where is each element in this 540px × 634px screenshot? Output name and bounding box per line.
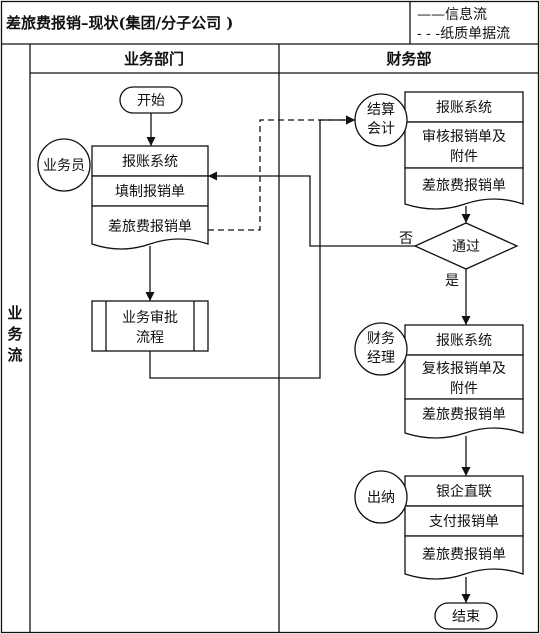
role-manager: 财务 经理 — [354, 322, 408, 376]
mgr-process-stack: 报账系统 复核报销单及 附件 差旅费报销单 — [404, 324, 524, 439]
legend-paper-flow: - - -纸质单据流 — [417, 26, 510, 42]
role-cashier: 出纳 — [354, 470, 408, 524]
acc-review-label-line-1: 审核报销单及 — [422, 129, 506, 145]
side-lane-label-line-3: 流 — [7, 346, 22, 364]
accountant-label-line-2: 会计 — [367, 121, 395, 137]
mgr-review-label-line-2: 附件 — [450, 381, 478, 397]
svg-text:开始: 开始 — [137, 93, 165, 109]
manager-label-line-2: 经理 — [367, 350, 395, 366]
mgr-doc-label: 差旅费报销单 — [422, 407, 506, 423]
start-node: 开始 — [119, 86, 183, 114]
side-lane-label: 业 务 流 — [7, 304, 23, 364]
end-node: 结束 — [434, 602, 498, 630]
staff-process-stack: 报账系统 填制报销单 差旅费报销单 — [91, 145, 209, 250]
staff-doc-label: 差旅费报销单 — [108, 219, 192, 235]
mgr-review-label-line-1: 复核报销单及 — [422, 360, 506, 377]
mgr-system-label: 报账系统 — [436, 333, 492, 349]
role-accountant: 结算 会计 — [354, 93, 408, 147]
svg-text:结束: 结束 — [452, 609, 480, 625]
side-lane-label-line-1: 业 — [7, 304, 22, 322]
acc-process-stack: 报账系统 审核报销单及 附件 差旅费报销单 — [404, 91, 524, 210]
accountant-label-line-1: 结算 — [367, 102, 395, 118]
staff-fill-label: 填制报销单 — [115, 184, 185, 200]
paper-flow-staff-to-accountant — [208, 115, 355, 231]
svg-text:通过: 通过 — [452, 239, 480, 255]
approval-label-line-1: 业务审批 — [122, 310, 178, 326]
decision-node: 通过 — [413, 222, 519, 270]
legend-info-flow: ——信息流 — [417, 6, 487, 23]
approval-subprocess: 业务审批 流程 — [91, 300, 209, 352]
svg-text:业务员: 业务员 — [43, 158, 85, 174]
decision-yes-label: 是 — [445, 273, 459, 289]
role-staff: 业务员 — [37, 138, 91, 192]
connectors — [145, 113, 471, 603]
lane-business-header: 业务部门 — [124, 50, 184, 68]
manager-label-line-1: 财务 — [367, 331, 395, 347]
acc-doc-label: 差旅费报销单 — [422, 178, 506, 194]
acc-review-label-line-2: 附件 — [450, 149, 478, 165]
cash-process-stack: 银企直联 支付报销单 差旅费报销单 — [404, 475, 524, 580]
side-lane-label-line-2: 务 — [7, 325, 23, 343]
staff-document-shape — [91, 205, 209, 250]
svg-text:出纳: 出纳 — [367, 490, 395, 506]
cash-doc-label: 差旅费报销单 — [422, 547, 506, 563]
staff-system-label: 报账系统 — [122, 154, 178, 170]
diagram-title: 差旅费报销–现状(集团/分子公司 ) — [6, 14, 233, 32]
lane-finance-header: 财务部 — [386, 50, 431, 68]
decision-no-label: 否 — [399, 231, 413, 247]
acc-system-label: 报账系统 — [436, 100, 492, 116]
cash-pay-label: 支付报销单 — [429, 514, 499, 530]
cash-system-label: 银企直联 — [436, 483, 492, 500]
approval-label-line-2: 流程 — [136, 330, 164, 346]
arrow-decision-no-to-staff — [208, 171, 415, 247]
